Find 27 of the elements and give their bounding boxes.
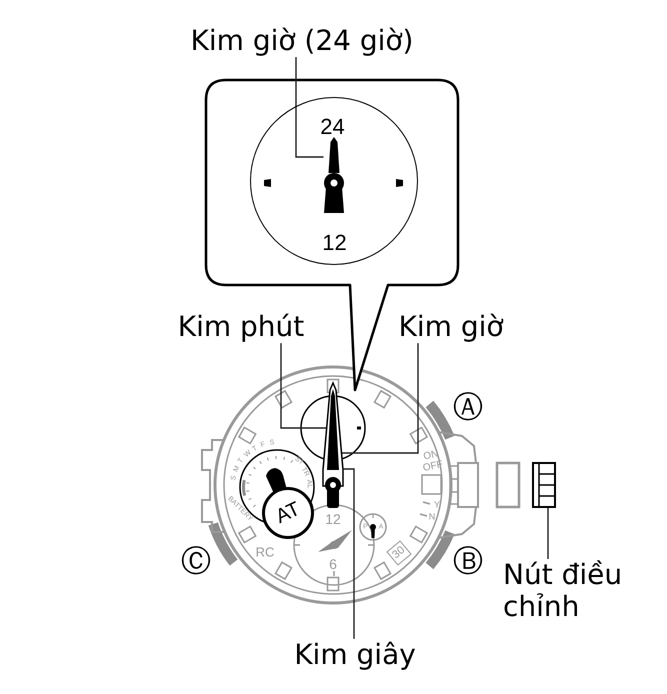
leader-line: [547, 508, 549, 559]
date-number: 30: [390, 544, 408, 562]
date-window: [386, 540, 412, 566]
part-label: Kim phút: [178, 310, 304, 344]
dial-text: AT: [272, 498, 304, 528]
dial-number: 12: [322, 232, 347, 254]
dial-number: 24: [320, 116, 345, 138]
clock-hand-icon: [324, 136, 344, 212]
leader-line: [280, 343, 326, 429]
dial-number: 12: [325, 512, 341, 526]
part-label: Kim giây: [294, 638, 416, 672]
dial-number: 6: [329, 557, 337, 571]
dial-text: N: [428, 512, 436, 522]
mode-circle: [262, 487, 314, 539]
dial-text: Y: [434, 500, 440, 510]
part-label: Kim giờ (24 giờ): [190, 24, 414, 58]
magnified-dial: [250, 97, 418, 265]
button-label: Ⓒ: [181, 547, 211, 577]
part-label: Kim giờ: [398, 310, 504, 344]
leader-line: [295, 57, 324, 158]
dial-text: RC: [256, 546, 274, 558]
button-label: Ⓑ: [453, 547, 483, 577]
button-label: Ⓐ: [453, 393, 483, 423]
leader-line: [343, 468, 355, 639]
part-label: Nút điều chỉnh: [503, 559, 633, 624]
dial-text: OFF: [422, 460, 444, 474]
leader-line: [342, 343, 419, 454]
